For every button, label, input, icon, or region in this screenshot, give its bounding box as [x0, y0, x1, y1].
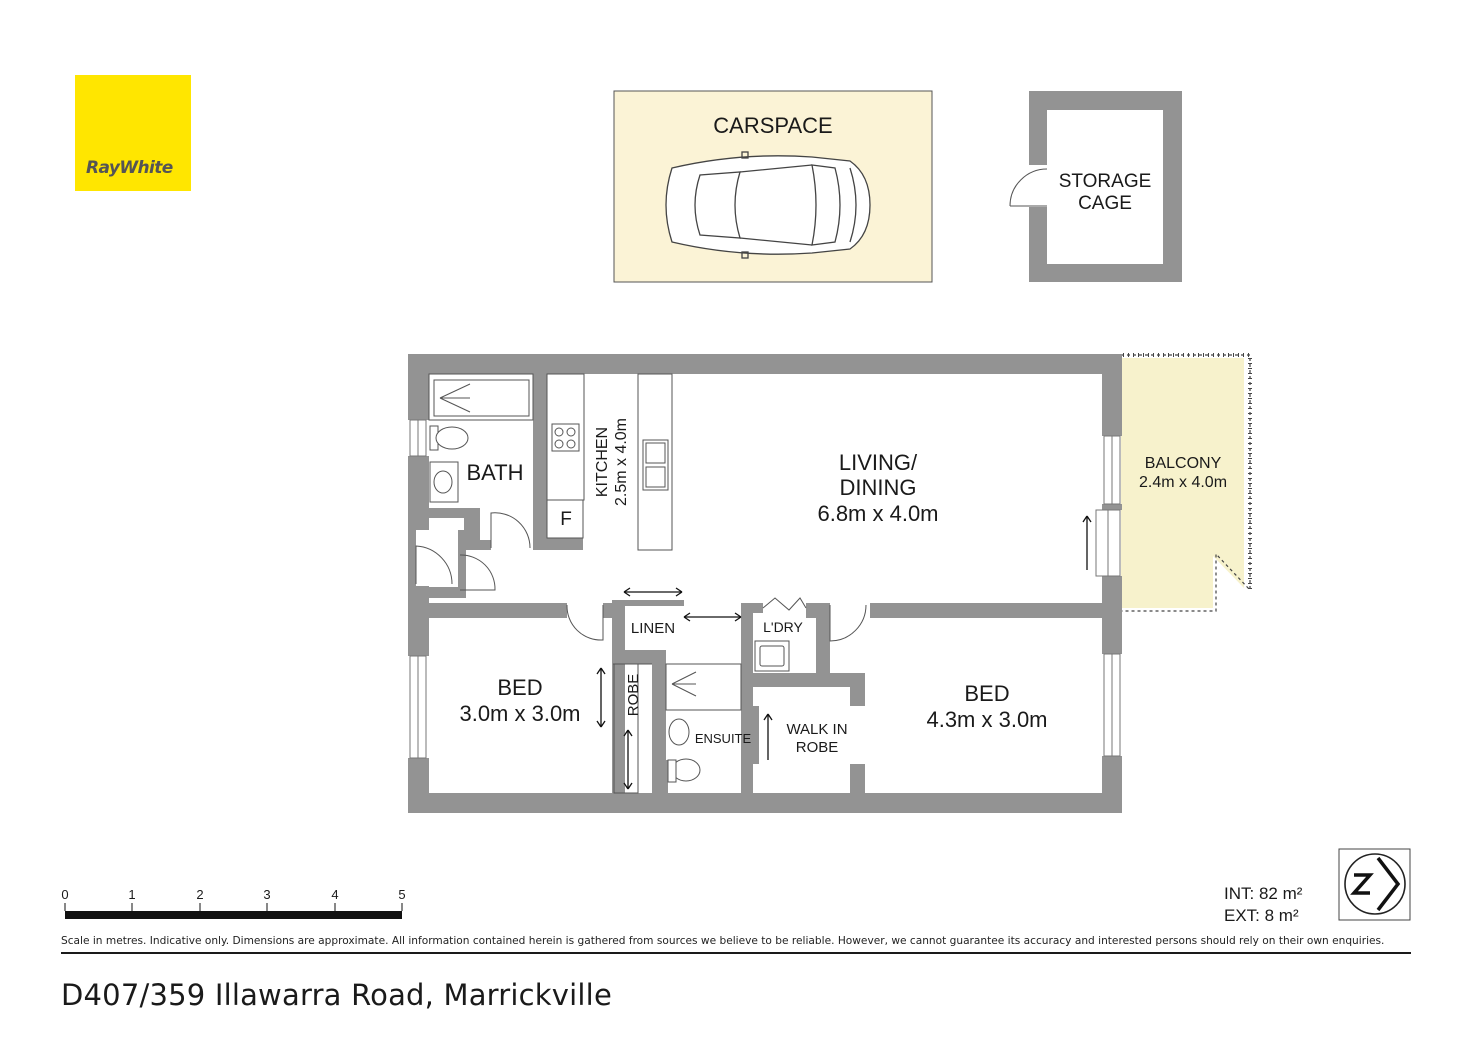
storage-label-1: STORAGE — [1059, 171, 1152, 192]
carspace — [613, 90, 933, 283]
balcony — [1121, 353, 1252, 612]
scale-tick-0: 0 — [61, 887, 68, 902]
robe-label: ROBE — [625, 674, 642, 717]
internal-area: INT: 82 m² — [1224, 884, 1303, 903]
living-label-1: LIVING/ — [839, 450, 918, 475]
laundry-label: L'DRY — [763, 619, 803, 635]
carspace-label: CARSPACE — [713, 113, 832, 138]
scale-tick-3: 3 — [263, 887, 270, 902]
north-arrow-icon — [1338, 848, 1411, 921]
room-labels: CARSPACE STORAGE CAGE BATH F KITCHEN 2.5… — [459, 113, 1227, 756]
walkin-label-1: WALK IN — [786, 721, 847, 738]
balcony-size: 2.4m x 4.0m — [1139, 474, 1227, 491]
walls — [408, 354, 1122, 813]
fixtures — [428, 373, 790, 794]
living-label-2: DINING — [840, 475, 917, 500]
walkin-label-2: ROBE — [796, 739, 839, 756]
robe-outline — [613, 663, 639, 794]
kitchen-label: KITCHEN — [594, 427, 611, 497]
scale-bar: 0 1 2 3 4 5 — [61, 887, 406, 919]
scale-tick-4: 4 — [331, 887, 338, 902]
storage-label-2: CAGE — [1078, 193, 1132, 214]
toilet-icon — [435, 426, 469, 450]
bed1-size: 3.0m x 3.0m — [459, 701, 580, 726]
footer-divider — [61, 952, 1411, 954]
ensuite-shower-icon — [665, 663, 742, 711]
fridge-space — [546, 499, 584, 539]
bath-label: BATH — [466, 460, 523, 485]
kitchen-size: 2.5m x 4.0m — [613, 418, 630, 506]
logo-text: RayWhite — [86, 158, 173, 178]
fridge-label: F — [560, 509, 572, 530]
door-swings — [415, 512, 867, 642]
shower-head-icon — [439, 383, 471, 413]
disclaimer-text: Scale in metres. Indicative only. Dimens… — [61, 935, 1385, 947]
linen-label: LINEN — [631, 620, 675, 637]
car-icon — [665, 151, 871, 259]
scale-tick-2: 2 — [196, 887, 203, 902]
living-size: 6.8m x 4.0m — [817, 501, 938, 526]
storage-cage — [1009, 91, 1182, 282]
bed2-size: 4.3m x 3.0m — [926, 707, 1047, 732]
sliding-door-arrows — [596, 515, 1092, 790]
windows — [409, 419, 1121, 759]
ensuite-label: ENSUITE — [695, 731, 752, 746]
scale-tick-1: 1 — [128, 887, 135, 902]
bed2-label: BED — [964, 681, 1009, 706]
external-area: EXT: 8 m² — [1224, 906, 1299, 925]
ray-white-logo: RayWhite — [75, 75, 191, 191]
scale-tick-5: 5 — [398, 887, 405, 902]
ensuite-basin-icon — [668, 718, 690, 746]
property-address: D407/359 Illawarra Road, Marrickville — [61, 978, 612, 1012]
bed1-label: BED — [497, 675, 542, 700]
balcony-label: BALCONY — [1145, 455, 1222, 472]
